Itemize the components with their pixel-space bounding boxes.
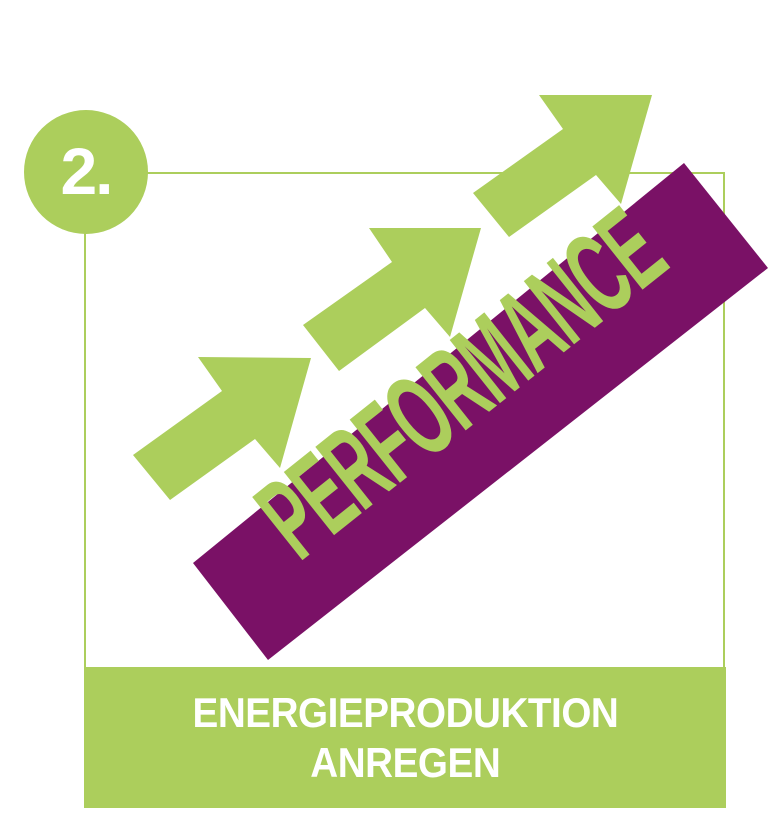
up-arrow-icon — [473, 95, 652, 237]
up-arrow-icon — [133, 357, 311, 500]
caption-line-2: ANREGEN — [309, 738, 501, 786]
up-arrow-icon — [303, 228, 481, 371]
caption-band: ENERGIEPRODUKTION ANREGEN — [84, 667, 726, 808]
step-number-badge: 2. — [24, 110, 148, 234]
step-number: 2. — [60, 134, 113, 208]
caption-line-1: ENERGIEPRODUKTION — [192, 688, 618, 736]
